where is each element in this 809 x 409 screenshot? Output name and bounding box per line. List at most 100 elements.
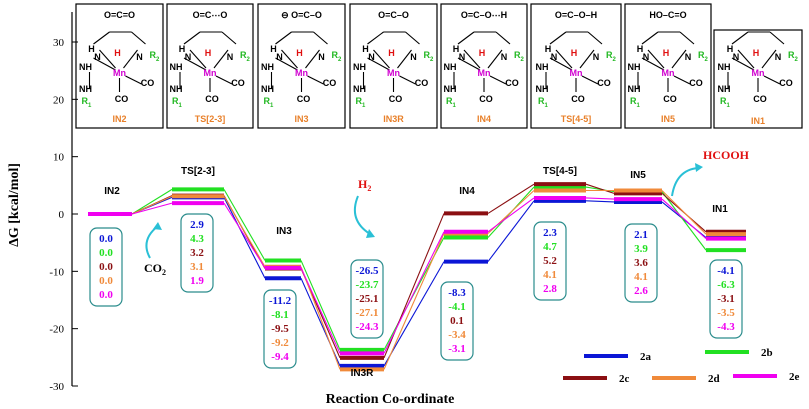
atom-label: CO <box>689 78 703 88</box>
atom-label: NH <box>79 62 92 72</box>
atom-label: Mn <box>113 68 126 78</box>
atom-label: H <box>362 44 369 54</box>
value-label-2a: -11.2 <box>269 295 292 307</box>
y-axis-label: ΔG [kcal/mol] <box>7 163 22 247</box>
value-box <box>263 289 297 369</box>
atom-label: CO <box>231 78 245 88</box>
value-label-2d: -9.2 <box>271 337 289 349</box>
connector-2a <box>487 200 535 262</box>
value-boxes: 0.00.00.00.00.02.94.33.23.11.9-11.2-8.1-… <box>89 213 743 369</box>
atom-label: N <box>685 52 692 62</box>
y-tick-label: -30 <box>49 381 64 393</box>
value-label-2d: 4.1 <box>634 271 648 283</box>
bond-line <box>549 57 573 71</box>
value-label-2a: 2.3 <box>543 227 557 239</box>
atom-label: CO <box>115 94 129 104</box>
legend-label: 2b <box>761 347 773 359</box>
hcooh-arrowhead <box>695 163 703 172</box>
r2-label: R2 <box>150 50 161 63</box>
r2-label: R2 <box>332 50 343 63</box>
bond-line <box>641 31 659 45</box>
connector-2e <box>300 267 341 354</box>
atom-label: CO <box>779 78 793 88</box>
atom-label: N <box>459 52 466 62</box>
bond-line <box>463 49 481 69</box>
structure-label: IN1 <box>751 116 765 126</box>
bond-line <box>731 31 749 45</box>
atom-label: N <box>733 52 740 62</box>
atom-label: NH <box>444 84 457 94</box>
value-label-2c: -9.5 <box>271 323 289 335</box>
value-label-2e: 2.8 <box>543 283 557 295</box>
atom-label: NH <box>718 84 731 94</box>
energy-levels <box>88 182 746 372</box>
atom-label: Mn <box>204 68 217 78</box>
value-label-2b: -8.1 <box>271 309 288 321</box>
value-label-2a: 2.9 <box>190 219 204 231</box>
atom-label: NH <box>444 62 457 72</box>
structure-fragment: ⊖ O=C–O <box>281 10 322 20</box>
connector-2d <box>300 266 341 370</box>
atom-label: Mn <box>295 68 308 78</box>
atom-label: Mn <box>570 68 583 78</box>
bond-line <box>123 49 138 69</box>
value-label-2b: 3.9 <box>634 243 648 255</box>
co2-arrowhead <box>153 222 162 230</box>
bond-line <box>367 31 384 45</box>
value-label-2d: 4.1 <box>543 269 557 281</box>
value-label-2c: -3.1 <box>717 293 734 305</box>
connector-2c <box>487 183 535 214</box>
value-label-2a: 0.0 <box>99 233 113 245</box>
atom-label: H <box>545 44 552 54</box>
value-box <box>624 223 658 303</box>
atom-label: H <box>663 48 670 58</box>
y-tick-label: 0 <box>59 209 65 221</box>
r2-label: R2 <box>606 50 617 63</box>
bond-line <box>215 75 233 85</box>
atom-label: H <box>296 48 303 58</box>
structure-fragment: HO–C=O <box>649 10 686 20</box>
value-box <box>533 221 567 301</box>
bond-line <box>763 75 781 85</box>
connector-2a <box>383 261 445 367</box>
legend-label: 2d <box>708 373 720 385</box>
atom-label: H <box>179 44 186 54</box>
state-label: IN4 <box>459 186 475 197</box>
connector-2a <box>223 197 266 279</box>
value-label-2e: 0.0 <box>99 289 113 301</box>
connector-2d <box>223 195 266 268</box>
r2-label: R2 <box>788 50 799 63</box>
r1-label: R1 <box>446 96 457 109</box>
bond-line <box>99 49 116 69</box>
bond-line <box>183 31 201 45</box>
atom-label: H <box>88 44 95 54</box>
value-label-2c: 3.2 <box>190 247 204 259</box>
structure-label: IN5 <box>661 114 675 124</box>
structure-panel-border <box>75 3 164 129</box>
value-label-2d: -3.4 <box>448 329 466 341</box>
y-tick-label: 10 <box>53 152 65 164</box>
atom-label: N <box>501 52 508 62</box>
bond-line <box>93 31 110 45</box>
bond-line <box>397 49 412 69</box>
atom-label: H <box>114 48 121 58</box>
structure-label: IN3 <box>294 114 308 124</box>
h2-arrow <box>354 195 371 235</box>
connector-2e <box>661 198 707 240</box>
atom-label: NH <box>628 84 641 94</box>
structure-fragment: O=C–O–H <box>555 10 597 20</box>
atom-label: Mn <box>387 68 400 78</box>
bond-line <box>549 31 567 45</box>
r2-label: R2 <box>514 50 525 63</box>
atom-label: CO <box>753 94 767 104</box>
state-label: IN3R <box>351 368 375 379</box>
value-label-2b: -4.1 <box>448 301 465 313</box>
value-label-2b: 4.3 <box>190 233 204 245</box>
bond-line <box>275 57 298 71</box>
atom-label: NH <box>261 62 274 72</box>
r2-label: R2 <box>698 50 709 63</box>
